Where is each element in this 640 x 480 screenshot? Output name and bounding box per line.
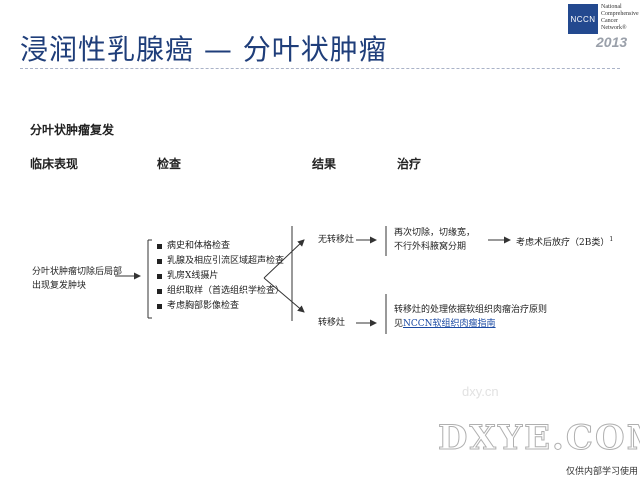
result-metastasis: 转移灶 <box>318 318 346 328</box>
slide-title: 浸润性乳腺癌 — 分叶状肿瘤 <box>20 33 388 66</box>
arrow-to-no-mets <box>263 239 305 279</box>
treatment-radiotherapy: 考虑术后放疗（2B类）1 <box>516 233 613 250</box>
title-divider <box>20 68 620 69</box>
logo-name-line: Comprehensive <box>601 11 639 17</box>
workup-item: 乳房X线摄片 <box>157 269 284 284</box>
nccn-logo-box: NCCN <box>568 4 598 34</box>
treatment-mets-prefix: 见 <box>394 319 404 329</box>
workup-item: 考虑胸部影像检查 <box>157 299 284 314</box>
radiotherapy-text: 考虑术后放疗（2B类） <box>516 238 610 248</box>
nccn-logo-name: National Comprehensive Cancer Network® <box>601 4 639 32</box>
logo-name-line: Network® <box>601 25 627 31</box>
result-no-metastasis: 无转移灶 <box>318 235 355 245</box>
treatment-mets-ref: 见NCCN软组织肉瘤指南 <box>394 317 547 331</box>
sarcoma-guideline-link[interactable]: NCCN软组织肉瘤指南 <box>403 319 496 329</box>
arrow-to-mets <box>263 277 305 313</box>
column-header-treatment: 治疗 <box>397 157 422 171</box>
watermark-brand: DXYE.COM <box>437 418 640 459</box>
workup-item: 乳腺及相应引流区域超声检查 <box>157 254 284 269</box>
column-header-clinical: 临床表现 <box>30 157 79 171</box>
workup-list: 病史和体格检查 乳腺及相应引流区域超声检查 乳房X线摄片 组织取样（首选组织学检… <box>157 239 284 314</box>
treatment-line: 再次切除，切缘宽， <box>394 228 476 238</box>
treatment-mets-line: 转移灶的处理依据软组织肉瘤治疗原则 <box>394 305 548 315</box>
logo-year: 2013 <box>596 34 628 50</box>
workup-item: 组织取样（首选组织学检查） <box>157 284 284 299</box>
clinical-line: 分叶状肿瘤切除后局部 <box>32 267 123 277</box>
footnote-marker: 1 <box>609 236 614 243</box>
treatment-re-excision: 再次切除，切缘宽， 不行外科腋窝分期 <box>394 226 475 254</box>
treatment-line: 不行外科腋窝分期 <box>394 242 467 252</box>
column-header-results: 结果 <box>312 157 337 171</box>
clinical-presentation: 分叶状肿瘤切除后局部 出现复发肿块 <box>32 265 122 293</box>
logo-name-line: Cancer <box>601 18 618 24</box>
watermark-faint: dxy.cn <box>462 384 499 399</box>
workup-item: 病史和体格检查 <box>157 239 284 254</box>
treatment-metastasis: 转移灶的处理依据软组织肉瘤治疗原则 见NCCN软组织肉瘤指南 <box>394 303 547 331</box>
section-subtitle: 分叶状肿瘤复发 <box>30 123 115 137</box>
clinical-line: 出现复发肿块 <box>32 281 87 291</box>
footer-note: 仅供内部学习使用 <box>566 467 639 477</box>
logo-name-line: National <box>601 4 622 10</box>
column-header-workup: 检查 <box>157 157 182 171</box>
nccn-logo: NCCN National Comprehensive Cancer Netwo… <box>568 4 639 50</box>
